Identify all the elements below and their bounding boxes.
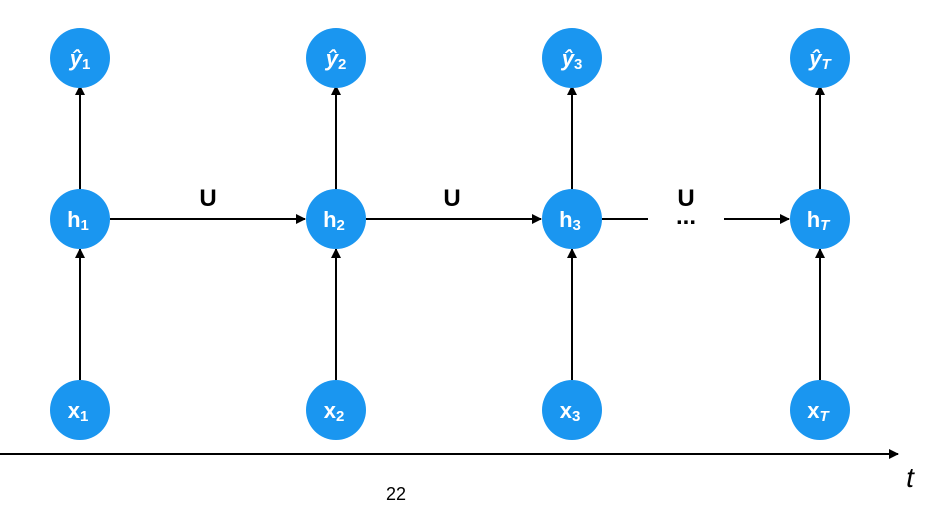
input-node-2-subscript: 2 — [336, 408, 344, 425]
hidden-node-1-symbol: h — [67, 207, 80, 232]
hidden-node-2-symbol: h — [323, 207, 336, 232]
svg-text:x1: x1 — [68, 398, 89, 425]
output-node-T-symbol: ŷ — [808, 46, 823, 71]
hidden-node-1: h1 — [50, 189, 110, 249]
hidden-node-3: h3 — [542, 189, 602, 249]
input-node-1-symbol: x — [68, 398, 81, 423]
input-node-2-symbol: x — [324, 398, 337, 423]
svg-text:ŷ2: ŷ2 — [325, 46, 347, 73]
svg-text:hT: hT — [807, 207, 831, 234]
svg-text:ŷ1: ŷ1 — [69, 46, 91, 73]
input-node-1-subscript: 1 — [80, 408, 88, 425]
input-node-T-subscript: T — [820, 408, 831, 425]
svg-text:x2: x2 — [324, 398, 345, 425]
output-node-T: ŷT — [790, 28, 850, 88]
svg-text:h3: h3 — [559, 207, 581, 234]
hidden-node-2-subscript: 2 — [337, 217, 345, 234]
recurrent-weight-label-1: U — [199, 185, 216, 212]
input-node-3-symbol: x — [560, 398, 573, 423]
hidden-node-T-symbol: h — [807, 207, 820, 232]
output-node-2-subscript: 2 — [338, 56, 346, 73]
input-node-1: x1 — [50, 380, 110, 440]
svg-text:h2: h2 — [323, 207, 345, 234]
output-node-T-subscript: T — [822, 56, 833, 73]
output-node-2-symbol: ŷ — [325, 46, 340, 71]
output-node-2: ŷ2 — [306, 28, 366, 88]
output-node-3: ŷ3 — [542, 28, 602, 88]
hidden-node-3-subscript: 3 — [573, 217, 581, 234]
hidden-node-2: h2 — [306, 189, 366, 249]
hidden-node-T: hT — [790, 189, 850, 249]
recurrent-weight-label-2: U — [443, 185, 460, 212]
svg-text:ŷ3: ŷ3 — [561, 46, 583, 73]
page-number: 22 — [386, 484, 406, 504]
output-node-1: ŷ1 — [50, 28, 110, 88]
svg-text:h1: h1 — [67, 207, 89, 234]
output-node-3-subscript: 3 — [574, 56, 582, 73]
hidden-node-T-subscript: T — [820, 217, 831, 234]
ellipsis: ... — [676, 203, 696, 230]
recurrent-weight-label-3: U — [677, 185, 694, 212]
hidden-node-1-subscript: 1 — [81, 217, 89, 234]
svg-text:x3: x3 — [560, 398, 581, 425]
hidden-node-3-symbol: h — [559, 207, 572, 232]
output-node-1-symbol: ŷ — [69, 46, 84, 71]
output-node-3-symbol: ŷ — [561, 46, 576, 71]
input-node-2: x2 — [306, 380, 366, 440]
time-axis-label: t — [906, 462, 915, 493]
input-node-3: x3 — [542, 380, 602, 440]
output-node-1-subscript: 1 — [82, 56, 90, 73]
svg-text:ŷT: ŷT — [808, 46, 832, 73]
input-node-T-symbol: x — [807, 398, 820, 423]
input-node-3-subscript: 3 — [572, 408, 580, 425]
svg-text:xT: xT — [807, 398, 830, 425]
input-node-T: xT — [790, 380, 850, 440]
